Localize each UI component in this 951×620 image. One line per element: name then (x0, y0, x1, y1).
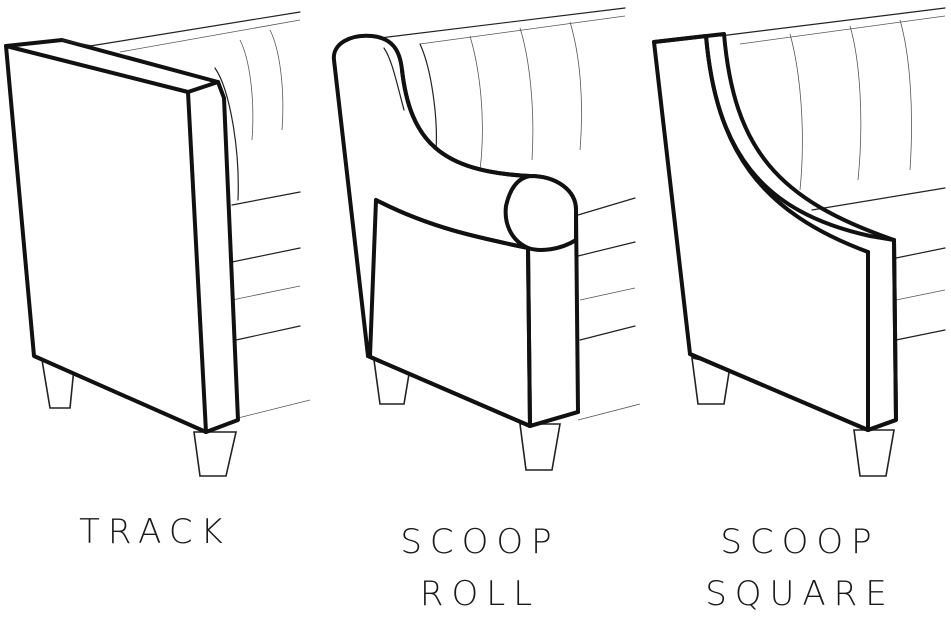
scoop-roll-tuft-1 (470, 36, 482, 170)
scoop-square-arm-drawing (654, 8, 945, 476)
scoop-roll-back-top (380, 8, 625, 38)
scoop-square-label-line-1: SCOOP (675, 516, 925, 568)
track-arm-drawing (6, 12, 310, 476)
track-seat-line-2 (232, 248, 300, 262)
scoop-roll-label-line-1: SCOOP (355, 516, 605, 568)
scoop-roll-seat-line-4 (580, 326, 635, 340)
track-seat-line-3 (232, 286, 300, 300)
track-sofa-back-top (90, 12, 300, 46)
scoop-roll-tuft-2 (520, 28, 533, 160)
scoop-square-tuft-2 (850, 26, 861, 180)
scoop-square-tuft-1 (790, 34, 802, 190)
scoop-roll-label-line-2: ROLL (355, 568, 605, 620)
scoop-roll-seat-line-3 (580, 288, 635, 300)
track-arm-side (206, 82, 238, 432)
scoop-roll-front-leg (520, 424, 560, 470)
scoop-square-front-leg (854, 430, 894, 476)
scoop-square-seat-line-4 (896, 330, 945, 340)
track-tuft-1 (240, 40, 253, 140)
track-seat-line-4 (236, 326, 300, 340)
scoop-roll-arm-drawing (334, 8, 640, 470)
track-base-line (238, 400, 310, 418)
track-arm-front-panel (6, 46, 206, 432)
track-tuft-2 (270, 30, 283, 130)
scoop-roll-seat-line-1 (578, 198, 635, 215)
scoop-roll-base-line (578, 404, 640, 420)
scoop-roll-label: SCOOP ROLL (355, 516, 605, 620)
scoop-square-seat-line-3 (896, 290, 945, 300)
scoop-square-seat-line-2 (896, 248, 945, 258)
scoop-square-back-top (720, 8, 945, 36)
track-label: TRACK (40, 506, 270, 558)
scoop-square-label-line-2: SQUARE (675, 568, 925, 620)
scoop-roll-front-edge (528, 248, 530, 426)
scoop-roll-tuft-3 (570, 22, 582, 150)
track-front-leg (194, 432, 236, 476)
scoop-roll-seat-line-2 (578, 242, 635, 256)
track-label-line-1: TRACK (40, 506, 270, 558)
scoop-square-tuft-3 (900, 20, 912, 170)
scoop-roll-roll-end (506, 176, 576, 250)
scoop-square-label: SCOOP SQUARE (675, 516, 925, 620)
track-seat-line-1 (232, 192, 300, 205)
scoop-square-seat-line-1 (812, 188, 945, 210)
